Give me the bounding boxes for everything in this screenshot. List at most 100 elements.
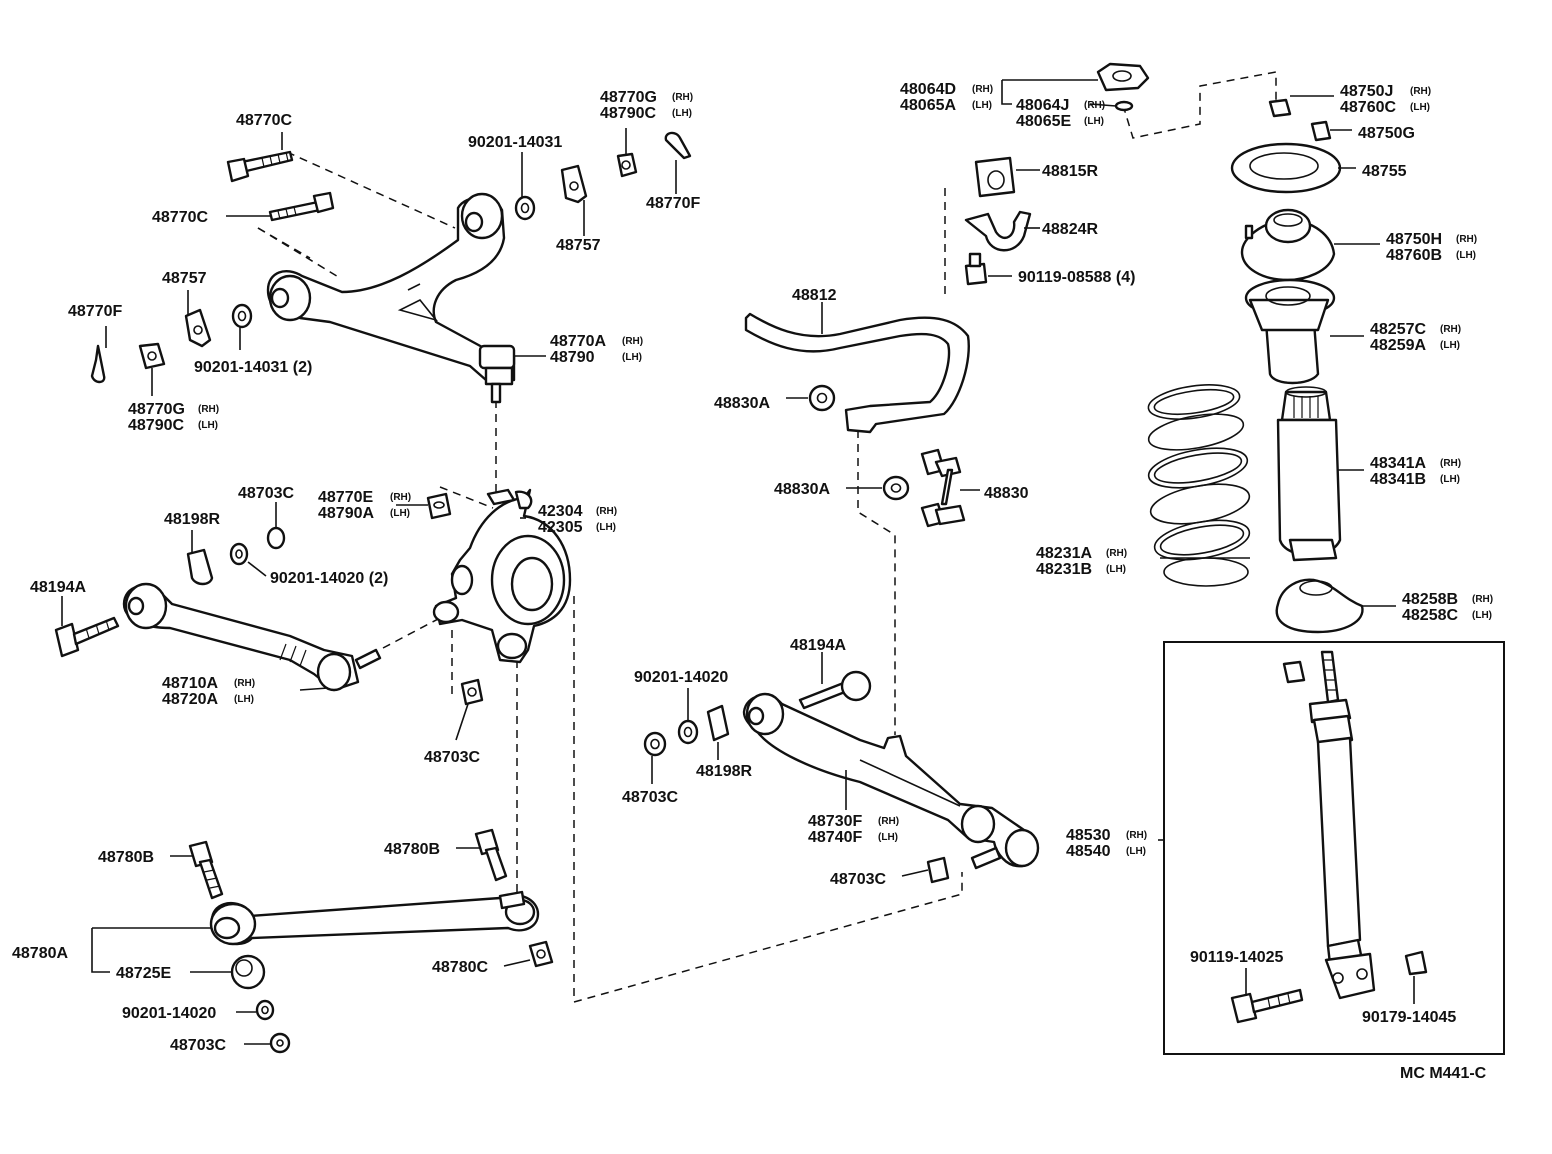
label-48770e: 48770E bbox=[318, 489, 373, 506]
nut-48770e bbox=[426, 492, 452, 520]
diagram-code: MC M441-C bbox=[1400, 1065, 1487, 1082]
part-labels: 48770C 48770C 48757 48770F 48770G (RH) 4… bbox=[12, 81, 1493, 1082]
label-90201-14031-2: 90201-14031 (2) bbox=[194, 359, 312, 376]
label-48760c: 48760C bbox=[1340, 99, 1396, 116]
label-48703c-d: 48703C bbox=[622, 789, 678, 806]
stabilizer-bar-48812 bbox=[744, 312, 970, 434]
label-90201-14031: 90201-14031 bbox=[468, 134, 562, 151]
assembly-dashed-lines bbox=[257, 71, 1277, 1003]
label-lh-42305: (LH) bbox=[596, 522, 616, 533]
label-rh-48231a: (RH) bbox=[1106, 548, 1127, 559]
label-48790c-a: 48790C bbox=[128, 417, 184, 434]
bolt-48194a-right bbox=[798, 670, 872, 710]
label-lh-48341b: (LH) bbox=[1440, 474, 1460, 485]
label-48530: 48530 bbox=[1066, 827, 1111, 844]
lower-arm-48780a bbox=[210, 893, 540, 946]
nut-48703c-arm bbox=[643, 731, 667, 757]
nut-48770g-left bbox=[138, 342, 166, 370]
label-lh-48231b: (LH) bbox=[1106, 564, 1126, 575]
label-48815r: 48815R bbox=[1042, 163, 1098, 180]
label-48770g-a: 48770G bbox=[128, 401, 185, 418]
label-48703c-c: 48703C bbox=[170, 1037, 226, 1054]
label-90119-14025: 90119-14025 bbox=[1190, 949, 1284, 966]
coil-spring-48231a bbox=[1147, 384, 1251, 587]
label-rh-42304: (RH) bbox=[596, 506, 617, 517]
label-48790: 48790 bbox=[550, 349, 595, 366]
label-48790a: 48790A bbox=[318, 505, 374, 522]
strut-group bbox=[1147, 98, 1505, 1055]
lateral-link-group bbox=[54, 582, 382, 692]
label-48341a: 48341A bbox=[1370, 455, 1426, 472]
upper-control-arm-group bbox=[90, 131, 692, 404]
washer-90201-14020-right bbox=[677, 719, 699, 745]
support-48750h bbox=[1240, 208, 1336, 282]
cotter-pin-48770f-right bbox=[664, 131, 692, 160]
bushing-48725e bbox=[230, 954, 266, 990]
label-48194a-a: 48194A bbox=[30, 579, 86, 596]
label-48710a: 48710A bbox=[162, 675, 218, 692]
label-48703c-a: 48703C bbox=[238, 485, 294, 502]
label-lh-48540: (LH) bbox=[1126, 846, 1146, 857]
label-48703c-e: 48703C bbox=[830, 871, 886, 888]
label-90119-08588: 90119-08588 (4) bbox=[1018, 269, 1135, 286]
washer-90201-14031-left bbox=[231, 303, 253, 329]
label-48198r-a: 48198R bbox=[164, 511, 220, 528]
label-48780b-a: 48780B bbox=[98, 849, 154, 866]
trailing-arm-group bbox=[643, 670, 1040, 884]
label-48198r-b: 48198R bbox=[696, 763, 752, 780]
label-lh-48065a: (LH) bbox=[972, 100, 992, 111]
nut-shock-top bbox=[1282, 660, 1306, 684]
seat-48755 bbox=[1230, 142, 1342, 194]
nut-48750j bbox=[1268, 98, 1292, 118]
stopper-48198r-right bbox=[706, 704, 730, 742]
label-lh-48790a: (LH) bbox=[390, 508, 410, 519]
bumper-48257c bbox=[1244, 278, 1336, 385]
leader-lines bbox=[61, 79, 1415, 1045]
label-rh-48770a: (RH) bbox=[622, 336, 643, 347]
label-rh-48710a: (RH) bbox=[234, 678, 255, 689]
label-48770f-a: 48770F bbox=[68, 303, 122, 320]
seat-48258b bbox=[1275, 578, 1364, 634]
bolt-48780b-left bbox=[188, 840, 224, 900]
nut-48703c-bottom bbox=[269, 1032, 291, 1054]
label-48750j: 48750J bbox=[1340, 83, 1393, 100]
label-48720a: 48720A bbox=[162, 691, 218, 708]
label-48194a-b: 48194A bbox=[790, 637, 846, 654]
shock-absorber-box bbox=[1163, 641, 1505, 1055]
bolt-48770c-upper bbox=[226, 150, 294, 183]
label-48703c-b: 48703C bbox=[424, 749, 480, 766]
label-48830a-b: 48830A bbox=[774, 481, 830, 498]
label-lh-48720a: (LH) bbox=[234, 694, 254, 705]
label-rh-48730f: (RH) bbox=[878, 816, 899, 827]
nut-48750g bbox=[1310, 120, 1332, 142]
label-42305: 42305 bbox=[538, 519, 583, 536]
label-48780c: 48780C bbox=[432, 959, 488, 976]
label-lh-48259a: (LH) bbox=[1440, 340, 1460, 351]
label-rh-48770e: (RH) bbox=[390, 492, 411, 503]
label-lh-48740f: (LH) bbox=[878, 832, 898, 843]
dust-boot-48341a bbox=[1276, 386, 1342, 562]
label-42304: 42304 bbox=[538, 503, 583, 520]
nut-48830a-upper bbox=[808, 384, 836, 412]
label-48730f: 48730F bbox=[808, 813, 862, 830]
label-48770g-b: 48770G bbox=[600, 89, 657, 106]
label-48064d: 48064D bbox=[900, 81, 956, 98]
bushing-48815r bbox=[974, 156, 1016, 198]
label-48341b: 48341B bbox=[1370, 471, 1426, 488]
label-lh-48790: (LH) bbox=[622, 352, 642, 363]
label-48740f: 48740F bbox=[808, 829, 862, 846]
label-48760b: 48760B bbox=[1386, 247, 1442, 264]
label-48725e: 48725E bbox=[116, 965, 171, 982]
nut-48780c bbox=[528, 940, 554, 968]
bolt-48770c-lower bbox=[268, 191, 335, 222]
shock-absorber-48530 bbox=[1308, 650, 1376, 1000]
label-lh-48760c: (LH) bbox=[1410, 102, 1430, 113]
label-48065e: 48065E bbox=[1016, 113, 1071, 130]
label-rh-48770g-a: (RH) bbox=[198, 404, 219, 415]
nut-48703c-right bbox=[926, 846, 1002, 884]
label-48257c: 48257C bbox=[1370, 321, 1426, 338]
label-90201-14020-b: 90201-14020 bbox=[634, 669, 728, 686]
washer-90201-14031-right bbox=[514, 195, 536, 221]
label-rh-48530: (RH) bbox=[1126, 830, 1147, 841]
